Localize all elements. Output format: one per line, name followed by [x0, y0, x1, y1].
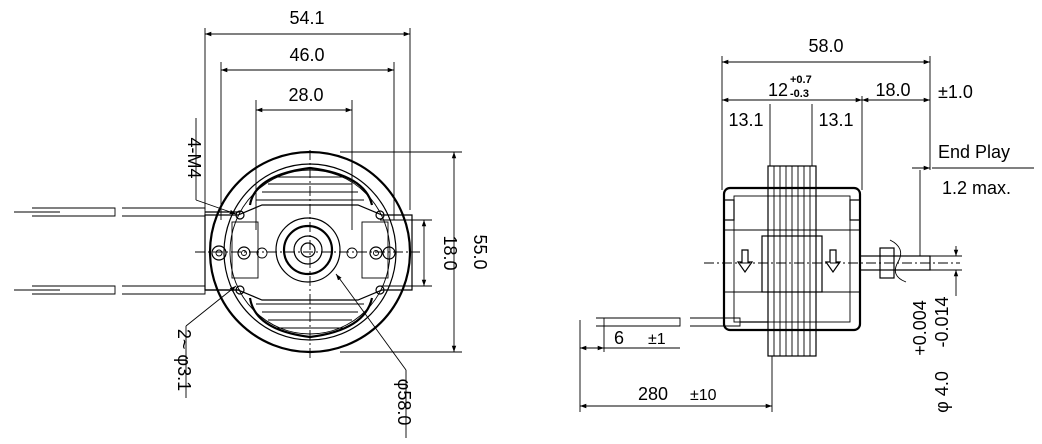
label-4-m4: 4-M4 — [184, 118, 237, 215]
lead-wire-side — [596, 317, 768, 327]
dim-58-0-label: 58.0 — [808, 36, 843, 56]
dim-58-0: 58.0 — [721, 36, 931, 190]
shaft-tol-upper: +0.004 — [910, 300, 930, 356]
dim-54-1: 54.1 — [204, 8, 411, 210]
dim-54-1-label: 54.1 — [289, 8, 324, 28]
dim-280-tol: ±10 — [690, 387, 717, 404]
rotor-center — [275, 217, 341, 283]
front-view: 54.1 46.0 28.0 55.0 18.0 — [14, 8, 490, 438]
dim-12-label: 12 — [768, 80, 788, 100]
dim-6-tol: ±1 — [648, 331, 666, 348]
dim-28-0-label: 28.0 — [288, 85, 323, 105]
shaft — [859, 239, 931, 283]
label-diameter-58: φ58.0 — [335, 273, 414, 438]
dim-6-label: 6 — [614, 328, 624, 348]
dim-46-0-label: 46.0 — [289, 45, 324, 65]
flow-arrow-icons — [736, 249, 842, 274]
end-play-value: 1.2 max. — [942, 178, 1011, 198]
dim-46-0: 46.0 — [220, 45, 395, 220]
field-coil-top — [248, 166, 374, 206]
dim-13-1-mid-label: 13.1 — [818, 110, 853, 130]
dim-12-tol-upper: +0.7 — [790, 74, 812, 86]
dim-6: 6 ±1 — [579, 318, 680, 412]
dim-12-tol-lower: -0.3 — [790, 88, 809, 100]
end-play-label: End Play — [938, 142, 1010, 162]
dim-18-0-label: 18.0 — [440, 235, 460, 270]
label-2-holes-text: 2~ φ3.1 — [174, 329, 194, 391]
dim-280-label: 280 — [638, 384, 668, 404]
shaft-diameter: φ 4.0 -0.014 +0.004 — [910, 246, 962, 413]
dim-18-0-side-label: 18.0 — [875, 80, 910, 100]
shaft-diameter-label: φ 4.0 — [932, 371, 952, 413]
stator-stack — [761, 165, 823, 357]
dim-18-0-side-tol: ±1.0 — [938, 82, 973, 102]
side-view: 58.0 12 +0.7 -0.3 18.0 ±1.0 13.1 13.1 — [579, 36, 1034, 413]
dim-55-0: 55.0 — [340, 151, 490, 353]
shaft-tol-lower: -0.014 — [932, 296, 952, 347]
lead-wires-front — [14, 207, 240, 295]
dim-13-1-left-label: 13.1 — [728, 110, 763, 130]
dim-18-0: 18.0 — [380, 219, 460, 287]
field-coil-bottom — [248, 297, 374, 339]
label-2-holes: 2~ φ3.1 — [174, 285, 237, 398]
label-4-m4-text: 4-M4 — [184, 137, 204, 178]
dim-12: 12 +0.7 -0.3 — [722, 74, 863, 190]
dim-13-1: 13.1 13.1 — [728, 104, 854, 166]
dim-55-0-label: 55.0 — [470, 234, 490, 269]
dim-18-0-side: 18.0 ±1.0 — [862, 80, 973, 103]
end-play: End Play 1.2 max. — [912, 142, 1034, 256]
dim-28-0: 28.0 — [255, 85, 353, 230]
label-diameter-58-text: φ58.0 — [394, 379, 414, 426]
dim-280: 280 ±10 — [580, 356, 773, 412]
